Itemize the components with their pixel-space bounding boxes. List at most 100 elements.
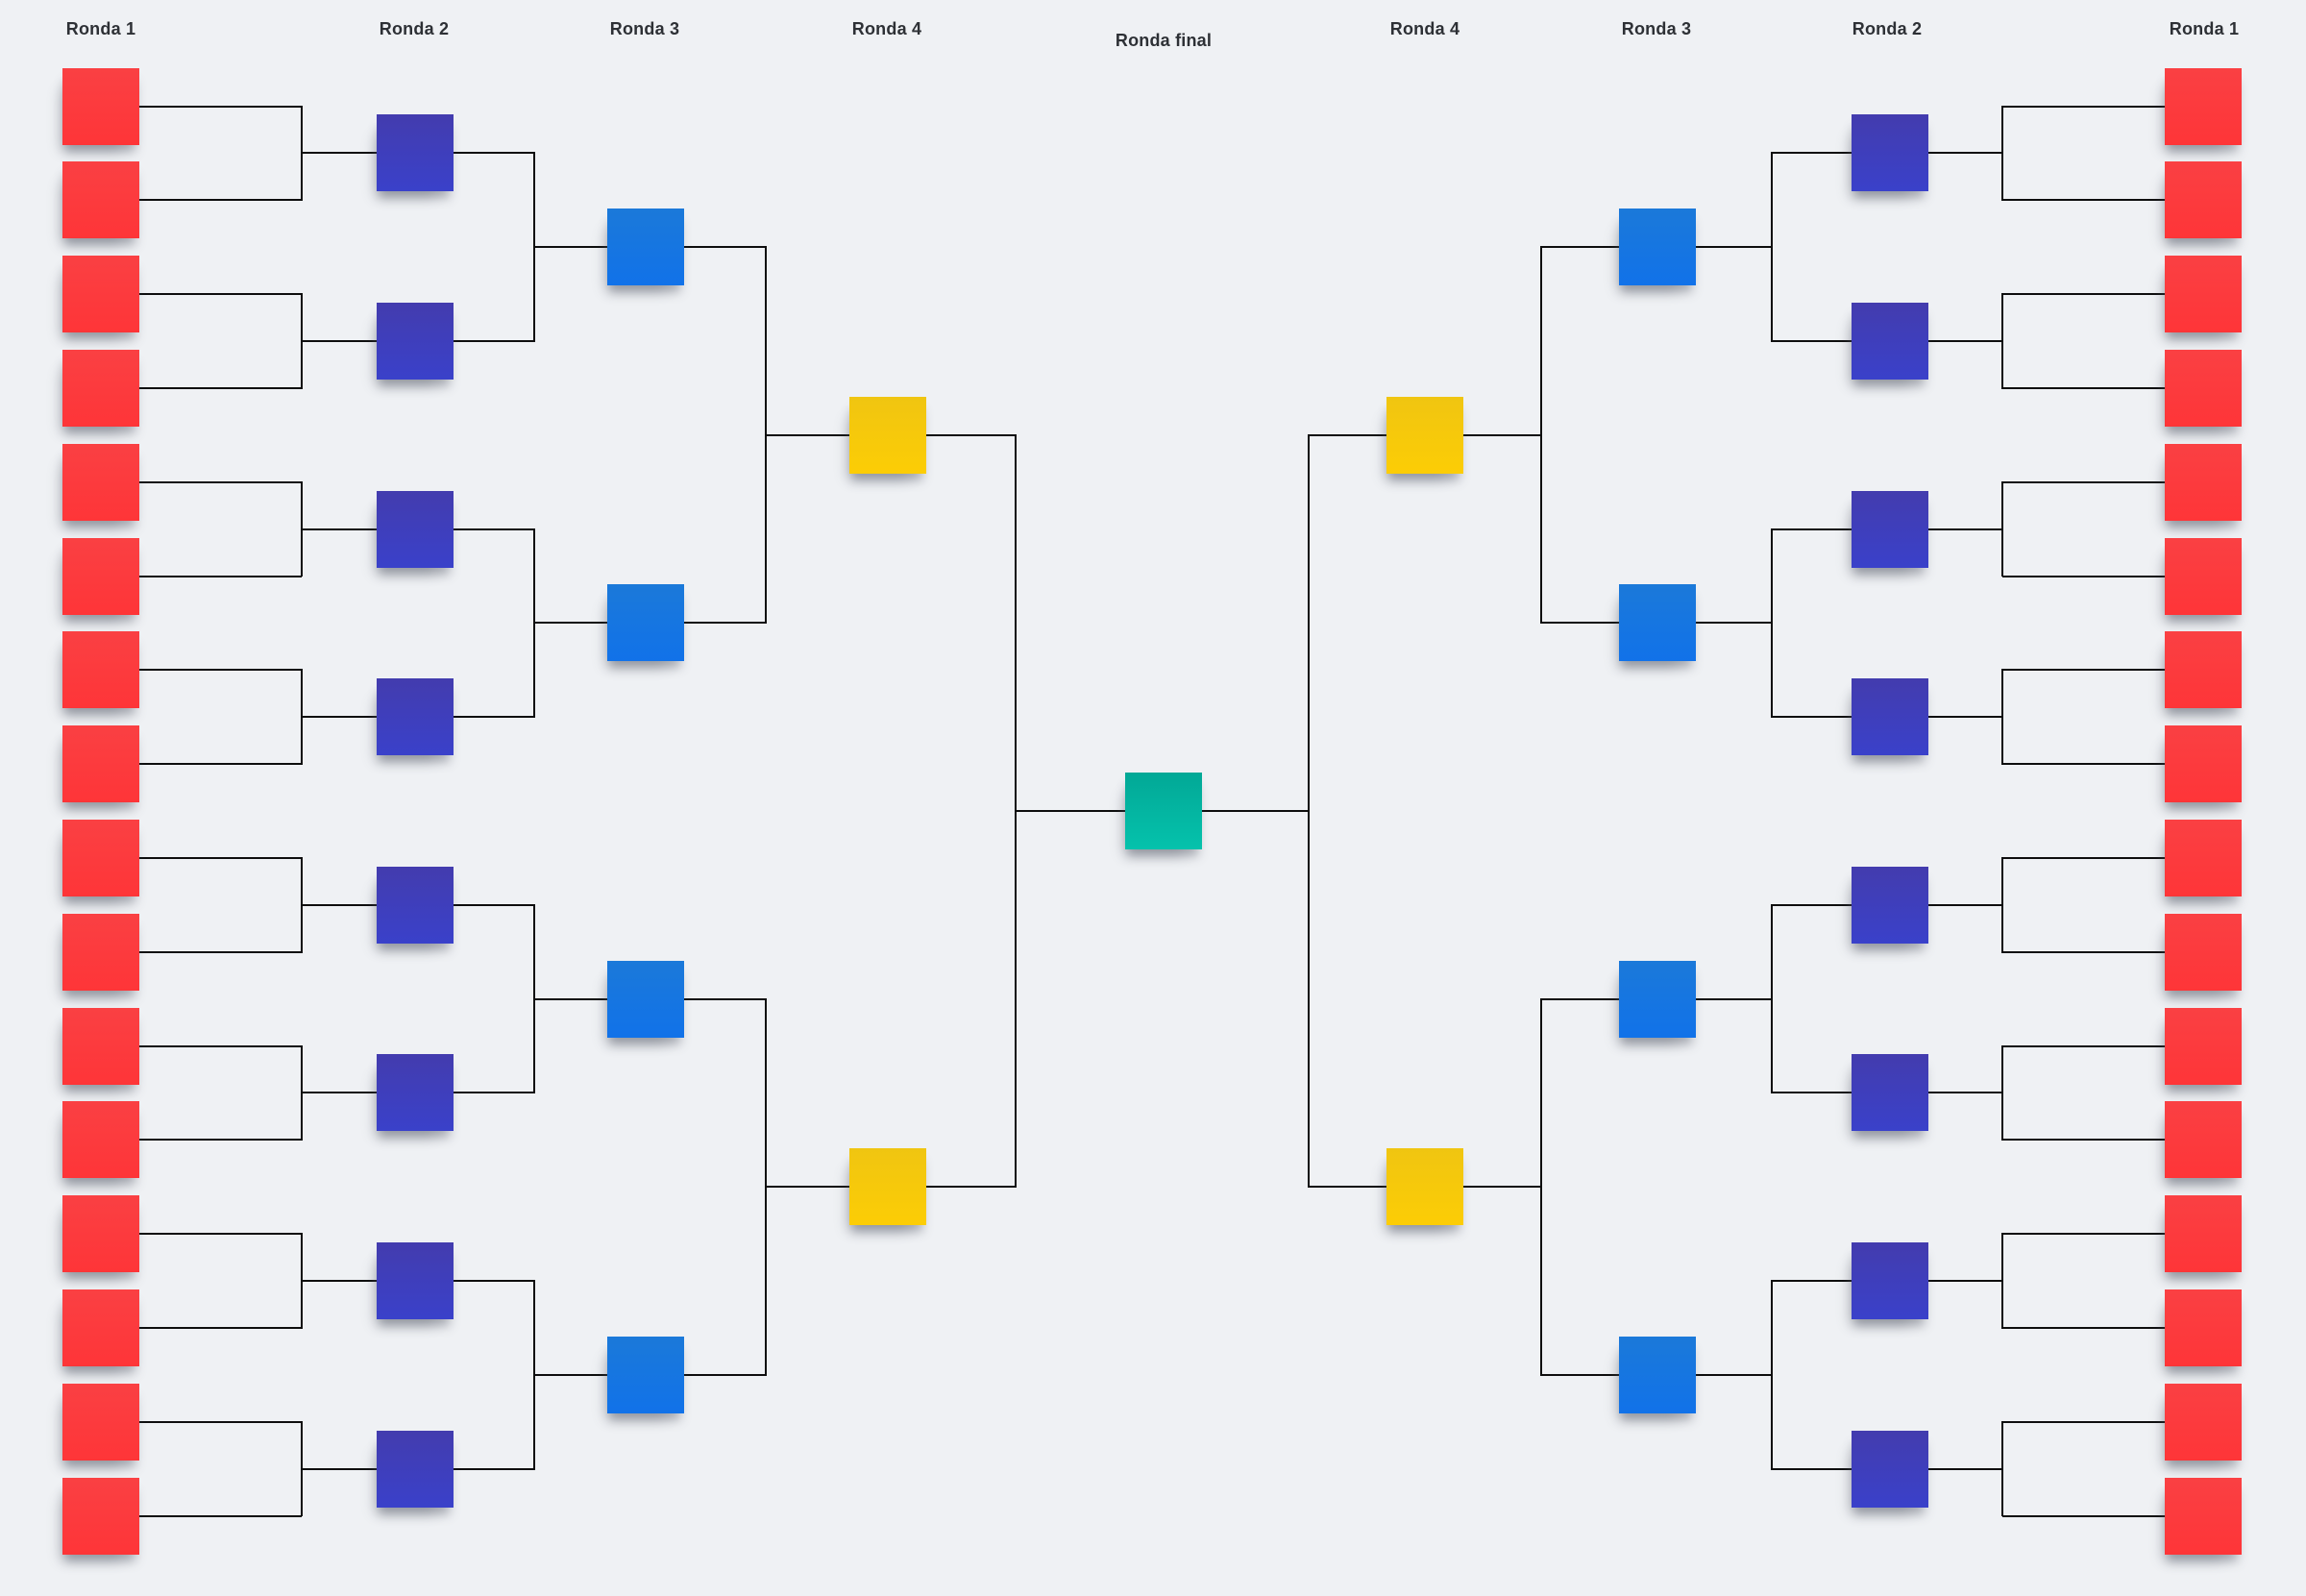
sticky-note-right-r4-1[interactable] xyxy=(1386,396,1463,474)
connector-line xyxy=(1540,246,1542,625)
connector-line xyxy=(2002,293,2203,296)
sticky-note-left-r3-4[interactable] xyxy=(607,1336,684,1413)
connector-line xyxy=(1771,1280,1773,1470)
connector-line xyxy=(2001,669,2003,766)
sticky-note-right-r1-1[interactable] xyxy=(2165,67,2242,145)
sticky-note-left-r1-6[interactable] xyxy=(62,537,139,615)
sticky-note-final[interactable] xyxy=(1125,773,1202,849)
sticky-note-left-r1-7[interactable] xyxy=(62,631,139,709)
sticky-note-left-r3-2[interactable] xyxy=(607,584,684,662)
sticky-note-right-r2-8[interactable] xyxy=(1852,1430,1928,1508)
connector-line xyxy=(101,669,302,672)
sticky-note-left-r4-2[interactable] xyxy=(849,1148,926,1226)
sticky-note-right-r3-1[interactable] xyxy=(1619,209,1696,286)
sticky-note-right-r1-5[interactable] xyxy=(2165,443,2242,521)
sticky-note-right-r1-16[interactable] xyxy=(2165,1477,2242,1555)
sticky-note-right-r1-14[interactable] xyxy=(2165,1289,2242,1366)
sticky-note-right-r2-3[interactable] xyxy=(1852,490,1928,568)
column-header-round4-right: Ronda 4 xyxy=(1389,19,1460,38)
column-header-round1-right: Ronda 1 xyxy=(2169,19,2240,38)
sticky-note-right-r1-7[interactable] xyxy=(2165,631,2242,709)
connector-line xyxy=(2002,480,2203,483)
connector-line xyxy=(2001,1233,2003,1329)
sticky-note-right-r1-15[interactable] xyxy=(2165,1383,2242,1461)
connector-line xyxy=(1771,152,1773,342)
connector-line xyxy=(2001,1420,2003,1517)
sticky-note-right-r3-3[interactable] xyxy=(1619,960,1696,1038)
sticky-note-right-r1-9[interactable] xyxy=(2165,819,2242,896)
connector-line xyxy=(101,480,302,483)
column-header-round4-left: Ronda 4 xyxy=(851,19,922,38)
sticky-note-right-r1-13[interactable] xyxy=(2165,1195,2242,1273)
connector-line xyxy=(2002,1326,2203,1329)
connector-line xyxy=(2002,1420,2203,1423)
sticky-note-right-r1-8[interactable] xyxy=(2165,725,2242,803)
sticky-note-right-r1-4[interactable] xyxy=(2165,349,2242,427)
column-header-final-round: Ronda final xyxy=(1115,31,1213,50)
sticky-note-left-r1-11[interactable] xyxy=(62,1007,139,1085)
connector-line xyxy=(1308,433,1310,1189)
sticky-note-left-r1-3[interactable] xyxy=(62,256,139,333)
sticky-note-left-r2-8[interactable] xyxy=(377,1430,454,1508)
connector-line xyxy=(2001,480,2003,577)
sticky-note-left-r2-6[interactable] xyxy=(377,1054,454,1132)
connector-line xyxy=(2002,669,2203,672)
sticky-note-left-r1-4[interactable] xyxy=(62,349,139,427)
sticky-note-left-r1-9[interactable] xyxy=(62,819,139,896)
sticky-note-left-r1-14[interactable] xyxy=(62,1289,139,1366)
connector-line xyxy=(1540,997,1542,1376)
column-header-round3-right: Ronda 3 xyxy=(1621,19,1692,38)
sticky-note-right-r1-11[interactable] xyxy=(2165,1007,2242,1085)
sticky-note-left-r2-3[interactable] xyxy=(377,490,454,568)
sticky-note-right-r2-5[interactable] xyxy=(1852,866,1928,944)
sticky-note-left-r1-13[interactable] xyxy=(62,1195,139,1273)
connector-line xyxy=(2002,386,2203,389)
sticky-note-right-r1-3[interactable] xyxy=(2165,256,2242,333)
sticky-note-left-r2-4[interactable] xyxy=(377,678,454,756)
sticky-note-right-r3-2[interactable] xyxy=(1619,584,1696,662)
connector-line xyxy=(1771,528,1773,719)
connector-line xyxy=(2002,1044,2203,1047)
sticky-note-left-r1-8[interactable] xyxy=(62,725,139,803)
connector-line xyxy=(101,1514,302,1517)
sticky-note-right-r3-4[interactable] xyxy=(1619,1336,1696,1413)
sticky-note-left-r2-5[interactable] xyxy=(377,866,454,944)
sticky-note-left-r2-2[interactable] xyxy=(377,303,454,380)
connector-line xyxy=(2002,105,2203,108)
sticky-note-left-r4-1[interactable] xyxy=(849,396,926,474)
sticky-note-right-r1-2[interactable] xyxy=(2165,161,2242,239)
sticky-note-left-r2-7[interactable] xyxy=(377,1242,454,1319)
sticky-note-right-r1-6[interactable] xyxy=(2165,537,2242,615)
sticky-note-left-r3-1[interactable] xyxy=(607,209,684,286)
sticky-note-right-r2-4[interactable] xyxy=(1852,678,1928,756)
sticky-note-right-r2-6[interactable] xyxy=(1852,1054,1928,1132)
sticky-note-left-r1-10[interactable] xyxy=(62,913,139,991)
sticky-note-right-r2-2[interactable] xyxy=(1852,303,1928,380)
connector-line xyxy=(101,950,302,953)
column-header-round1-left: Ronda 1 xyxy=(65,19,136,38)
connector-line xyxy=(2002,950,2203,953)
connector-line xyxy=(101,105,302,108)
connector-line xyxy=(2002,199,2203,202)
sticky-note-right-r4-2[interactable] xyxy=(1386,1148,1463,1226)
sticky-note-left-r3-3[interactable] xyxy=(607,960,684,1038)
sticky-note-left-r1-2[interactable] xyxy=(62,161,139,239)
sticky-note-left-r1-15[interactable] xyxy=(62,1383,139,1461)
connector-line xyxy=(101,763,302,766)
sticky-note-right-r2-1[interactable] xyxy=(1852,114,1928,192)
connector-line xyxy=(2002,1514,2203,1517)
connector-line xyxy=(2002,856,2203,859)
sticky-note-left-r1-12[interactable] xyxy=(62,1101,139,1179)
column-header-round3-left: Ronda 3 xyxy=(609,19,680,38)
sticky-note-left-r1-5[interactable] xyxy=(62,443,139,521)
connector-line xyxy=(2001,293,2003,389)
sticky-note-left-r1-1[interactable] xyxy=(62,67,139,145)
sticky-note-right-r1-12[interactable] xyxy=(2165,1101,2242,1179)
sticky-note-right-r1-10[interactable] xyxy=(2165,913,2242,991)
sticky-note-right-r2-7[interactable] xyxy=(1852,1242,1928,1319)
sticky-note-left-r2-1[interactable] xyxy=(377,114,454,192)
connector-line xyxy=(2002,1233,2203,1236)
sticky-note-left-r1-16[interactable] xyxy=(62,1477,139,1555)
connector-line xyxy=(101,1233,302,1236)
